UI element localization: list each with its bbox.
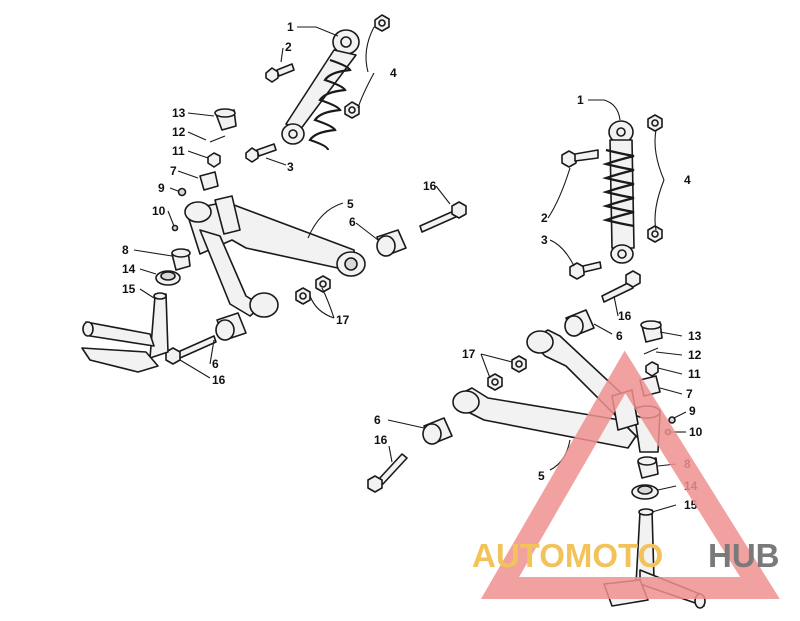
right-washer-14: [631, 484, 659, 500]
callout-13: 13: [172, 106, 186, 120]
callout-16-lower: 16: [212, 373, 226, 387]
right-bushing-6-lower: [422, 417, 453, 445]
callout-9-right: 9: [689, 404, 696, 418]
left-bolt-2: [265, 63, 295, 83]
callout-2-right: 2: [541, 211, 548, 225]
right-nut-4-bottom: [647, 225, 663, 243]
callout-12: 12: [172, 125, 186, 139]
right-cotter-pin-12: [643, 347, 659, 355]
callout-17-right: 17: [462, 347, 476, 361]
callout-3-right: 3: [541, 233, 548, 247]
left-bolt-16-upper: [419, 201, 467, 233]
left-spindle-15: [81, 292, 169, 373]
left-washer-14: [155, 270, 181, 286]
right-bushing-8: [637, 456, 659, 479]
watermark-logo: AUTOMOTO HUB: [472, 350, 780, 599]
right-nut-4-top: [647, 114, 663, 132]
callout-11: 11: [172, 144, 185, 158]
left-bushing-6-upper: [376, 229, 407, 257]
watermark-triangle: [480, 350, 780, 599]
right-fitting-9: [668, 416, 676, 424]
left-a-arm-5: [184, 195, 366, 318]
callout-12-right: 12: [688, 348, 702, 362]
right-shock-absorber: [602, 120, 635, 264]
right-nuts-17: [487, 355, 527, 391]
right-bolt-3: [569, 261, 602, 280]
left-nut-4-bottom: [344, 101, 360, 119]
right-bolt-16-upper: [601, 270, 641, 303]
left-bushing-6-lower: [215, 312, 247, 341]
callout-7-right: 7: [686, 387, 693, 401]
callout-11-right: 11: [688, 367, 701, 381]
left-nuts-17: [295, 275, 331, 305]
left-castle-nut-11: [207, 152, 221, 168]
callout-6: 6: [349, 215, 356, 229]
callout-1: 1: [287, 20, 294, 34]
left-bushing-8: [171, 248, 191, 271]
callout-3: 3: [287, 160, 294, 174]
callout-6-right: 6: [616, 329, 623, 343]
watermark-text-hub: HUB: [708, 537, 780, 574]
callout-7: 7: [170, 164, 177, 178]
callout-16: 16: [423, 179, 437, 193]
callout-17: 17: [336, 313, 350, 327]
left-bolt-3: [245, 143, 277, 163]
callout-8: 8: [122, 243, 129, 257]
right-cap-13: [640, 320, 663, 343]
callout-16-right: 16: [618, 309, 632, 323]
callout-13-right: 13: [688, 329, 702, 343]
left-shock-absorber: [281, 29, 360, 151]
callout-5-right: 5: [538, 469, 545, 483]
callout-5: 5: [347, 197, 354, 211]
callout-16-right-lower: 16: [374, 433, 388, 447]
callout-15: 15: [122, 282, 136, 296]
callout-numbers: 1 2 3 4 5 6 16 13 12 11 7 9 10 8 14 15 1…: [122, 20, 703, 512]
right-bolt-2: [561, 149, 599, 168]
right-castle-nut-11: [645, 361, 659, 377]
left-nut-4-top: [374, 14, 390, 32]
left-bolt-16-lower: [165, 335, 217, 365]
left-cotter-pin-12: [209, 135, 226, 143]
callout-14: 14: [122, 262, 136, 276]
callout-4: 4: [390, 66, 397, 80]
callout-1-right: 1: [577, 93, 584, 107]
left-boot-7: [199, 171, 219, 191]
right-bolt-16-lower: [367, 453, 408, 493]
callout-10-right: 10: [689, 425, 703, 439]
callout-10: 10: [152, 204, 166, 218]
left-cap-13: [214, 108, 237, 131]
callout-6-lower: 6: [212, 357, 219, 371]
callout-4-right: 4: [684, 173, 691, 187]
callout-2: 2: [285, 40, 292, 54]
callout-6-right-lower: 6: [374, 413, 381, 427]
leader-lines: [133, 26, 687, 513]
left-clip-10: [171, 224, 179, 232]
left-fitting-9: [177, 187, 187, 197]
watermark-text-automoto: AUTOMOTO: [472, 537, 663, 574]
right-bushing-6-upper: [564, 309, 595, 337]
callout-9: 9: [158, 181, 165, 195]
